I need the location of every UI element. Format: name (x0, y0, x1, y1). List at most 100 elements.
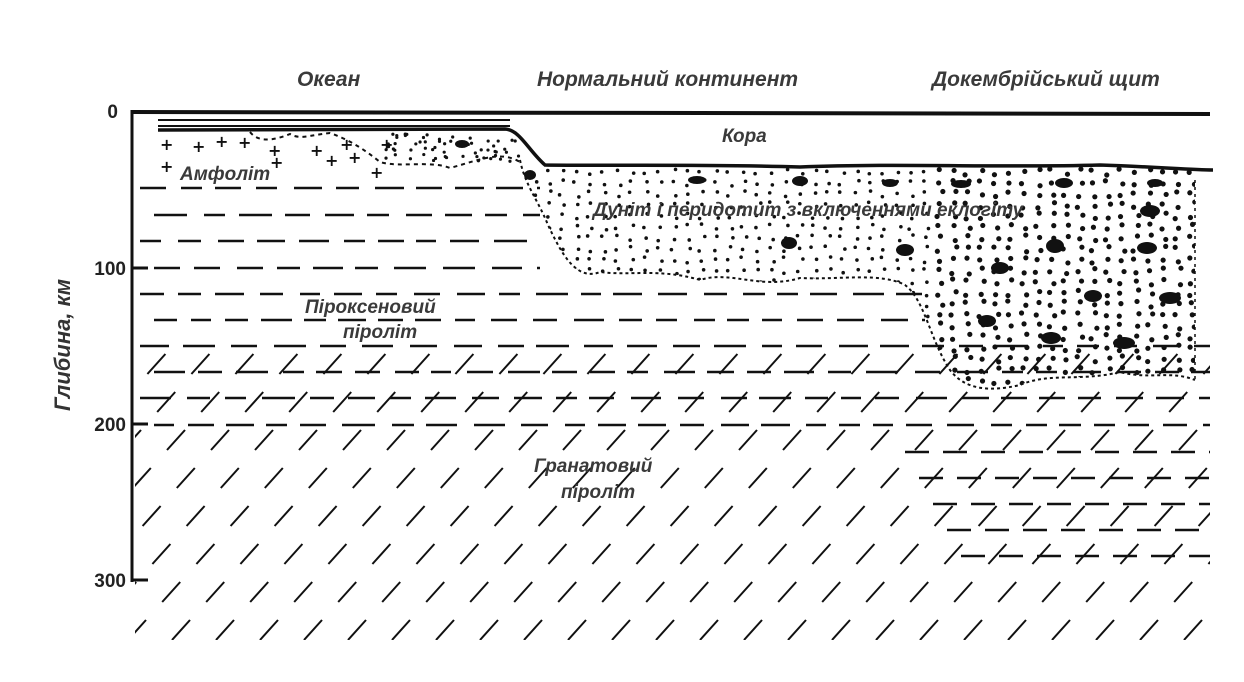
pattern-dot (1008, 222, 1014, 228)
pattern-dot (726, 321, 730, 325)
pattern-dot (1162, 323, 1168, 329)
pattern-dot (574, 268, 578, 272)
pattern-dot (1103, 269, 1109, 275)
pattern-dot (561, 178, 566, 182)
pattern-dot (1175, 332, 1181, 338)
pattern-dot (559, 280, 564, 284)
pattern-dot (715, 190, 720, 194)
pattern-dot (613, 259, 618, 263)
pattern-dot (1005, 292, 1011, 299)
pattern-stroke (469, 581, 489, 603)
pattern-stroke (704, 467, 724, 489)
pattern-dot (714, 227, 719, 231)
pattern-dot (840, 282, 845, 287)
pattern-dot (1188, 300, 1194, 306)
pattern-dot (840, 216, 845, 221)
pattern-dot (534, 270, 539, 275)
pattern-dot (1037, 183, 1043, 189)
pattern-dot (586, 189, 591, 194)
pattern-dot (703, 234, 707, 239)
pattern-dot (911, 203, 915, 208)
pattern-dot (520, 359, 525, 363)
pattern-dot (520, 365, 521, 370)
pattern-dot (925, 280, 929, 284)
pattern-dot (1130, 190, 1136, 196)
pattern-dot (770, 267, 774, 272)
pattern-dot (739, 224, 744, 229)
pattern-stroke (757, 505, 778, 527)
pattern-dot (813, 191, 818, 195)
pattern-dot (935, 380, 941, 386)
pattern-stroke (430, 429, 450, 451)
pattern-dot (642, 225, 646, 230)
pattern-dot (619, 322, 623, 326)
pattern-dot (1052, 313, 1058, 319)
pattern-dot (1174, 189, 1180, 195)
pattern-stroke (1080, 391, 1100, 413)
pattern-stroke (616, 467, 636, 489)
pattern-dot (1119, 380, 1125, 386)
pattern-dot (867, 269, 872, 273)
svg-text:+: + (325, 151, 338, 170)
pattern-stroke (25, 392, 43, 412)
pattern-dot (531, 335, 535, 339)
pattern-dot (772, 278, 776, 282)
pattern-dot (965, 233, 971, 239)
pattern-dot (1060, 192, 1067, 198)
pattern-dot (994, 281, 1000, 287)
pattern-stroke (89, 468, 107, 488)
pattern-stroke (821, 581, 841, 603)
pattern-dot (1187, 233, 1193, 239)
pattern-dot (1149, 291, 1156, 297)
pattern-dot (826, 216, 830, 220)
pattern-dot (459, 141, 463, 145)
pattern-stroke (449, 505, 470, 527)
pattern-dot (1146, 268, 1153, 274)
pattern-dot (1105, 256, 1111, 262)
pattern-dot (728, 245, 733, 249)
shield-root-pattern (905, 450, 1210, 558)
pattern-dot (572, 356, 577, 361)
pattern-dot (685, 201, 690, 205)
pattern-dot (1022, 168, 1028, 174)
pattern-dot (1177, 282, 1184, 288)
pattern-dot (547, 355, 552, 360)
pattern-dot (669, 359, 674, 364)
pattern-dot (482, 156, 486, 160)
pattern-dot (384, 156, 388, 160)
pattern-dot (575, 202, 580, 207)
pattern-dot (1089, 370, 1095, 376)
pattern-stroke (229, 505, 250, 527)
pattern-dot (934, 248, 940, 254)
pattern-stroke (635, 543, 656, 565)
pattern-stroke (904, 391, 924, 413)
pattern-dot (384, 148, 388, 152)
svg-text:+: + (310, 141, 323, 160)
pattern-dot (767, 313, 772, 318)
pattern-dot (742, 365, 746, 370)
pattern-stroke (405, 505, 426, 527)
pattern-dot (813, 355, 818, 359)
pattern-dot (1104, 345, 1110, 351)
pattern-dot (977, 215, 984, 222)
pattern-dot (912, 304, 917, 309)
pattern-stroke (552, 391, 572, 413)
pattern-dot (784, 179, 789, 184)
pattern-dot (785, 200, 790, 204)
pattern-dot (1131, 182, 1137, 188)
pattern-dot (1046, 289, 1053, 296)
pattern-dot (980, 222, 986, 229)
pattern-dot (827, 181, 831, 186)
pattern-stroke (138, 316, 156, 336)
pattern-dot (532, 256, 536, 261)
pattern-dot (1187, 292, 1193, 299)
pattern-dot (716, 280, 721, 284)
pattern-dot (979, 356, 985, 362)
pattern-dot (1005, 298, 1011, 304)
pattern-dot (953, 289, 959, 295)
pattern-dot (1134, 370, 1140, 376)
pattern-dot (520, 303, 522, 308)
pattern-dot (909, 216, 914, 221)
pattern-dot (529, 358, 534, 363)
pattern-stroke (948, 391, 968, 413)
